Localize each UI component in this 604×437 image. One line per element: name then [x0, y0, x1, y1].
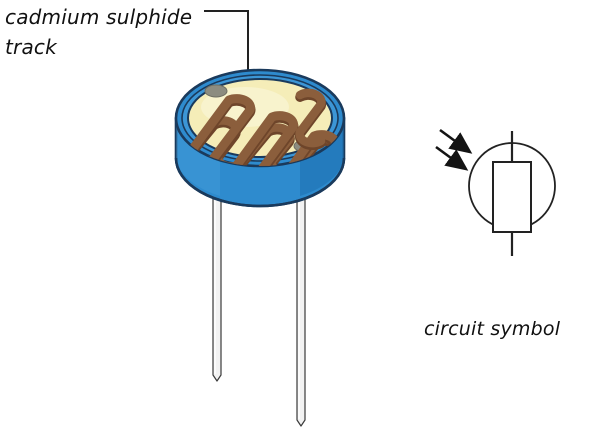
- lead-right: [296, 159, 306, 427]
- cds-label-line2: track: [5, 35, 57, 59]
- leader-line-cds-track: [204, 10, 249, 93]
- component-leads: [212, 159, 306, 427]
- light-arrow-lower: [435, 145, 469, 171]
- cds-label-line1: cadmium sulphide: [5, 5, 193, 29]
- symbol-resistor-rect: [492, 161, 532, 233]
- ldr-circuit-symbol: [435, 128, 556, 256]
- light-arrow-upper: [439, 128, 473, 154]
- cadmium-sulphide-track-label: cadmium sulphide track: [5, 2, 192, 62]
- circuit-symbol-label: circuit symbol: [424, 318, 561, 340]
- pad-upper-left: [204, 84, 228, 98]
- cadmium-sulphide-track: [181, 88, 344, 166]
